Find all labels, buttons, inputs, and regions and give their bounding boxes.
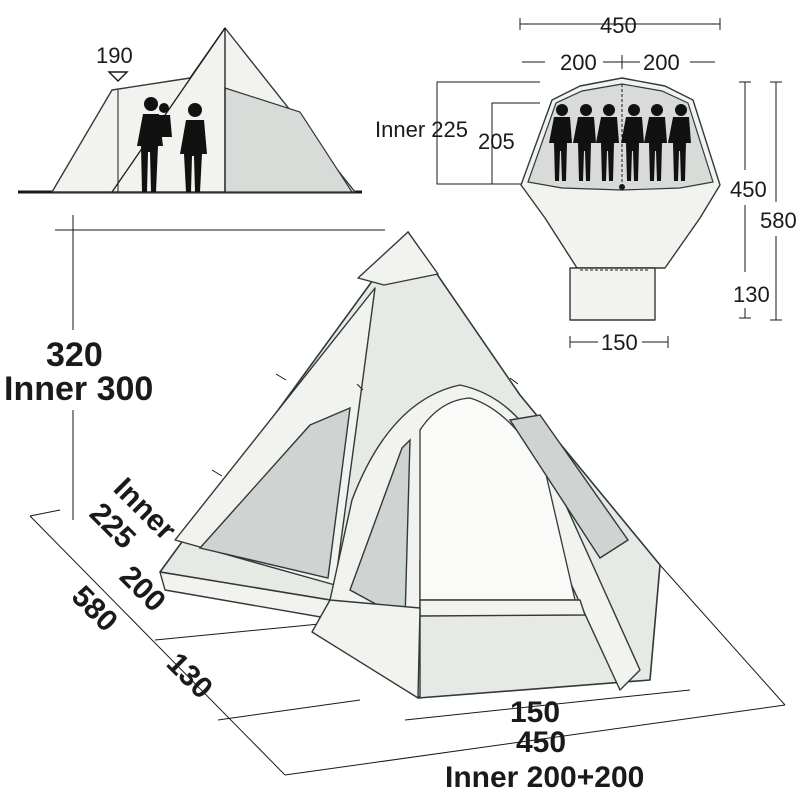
- main-total-580-label: 580: [65, 580, 124, 639]
- main-tent-cap: [357, 231, 439, 286]
- plan-inner-length-dim: [436, 81, 540, 185]
- main-inner-width-label: Inner 200+200: [445, 761, 644, 794]
- plan-body-length-label: 450: [730, 177, 767, 202]
- side-height-label: 190: [96, 43, 133, 68]
- main-height-label: 320: [46, 336, 103, 374]
- main-tent-left-window: [198, 406, 351, 579]
- plan-half-right-label: 200: [643, 50, 680, 75]
- main-view: 320 Inner 300 Inner 225 20: [4, 215, 786, 794]
- main-segment-130-label: 130: [160, 647, 219, 706]
- side-tent-inner-panel: [224, 87, 354, 193]
- plan-inner-depth-label: 205: [478, 129, 515, 154]
- plan-porch: [569, 267, 656, 321]
- plan-inner-depth-dim: [491, 102, 540, 184]
- plan-inner-length-label: Inner 225: [375, 117, 468, 142]
- main-front-450-label: 450: [516, 726, 566, 759]
- plan-porch-width-label: 150: [601, 330, 638, 355]
- plan-total-length-label: 580: [760, 208, 797, 233]
- plan-half-left-label: 200: [560, 50, 597, 75]
- people-silhouettes-icon: [137, 97, 207, 192]
- main-tent-doorway: [419, 397, 576, 601]
- main-inner-height-label: Inner 300: [4, 370, 153, 408]
- plan-inner-tent: [527, 83, 714, 191]
- main-tent-right-window: [508, 414, 629, 559]
- plan-porch-length-label: 130: [733, 282, 770, 307]
- sleepers-icon: [549, 104, 691, 181]
- main-front-150-label: 150: [510, 696, 560, 729]
- floor-plan: 450 200 200 Inner 225 205: [375, 13, 797, 355]
- plan-top-width-label: 450: [600, 13, 637, 38]
- side-height-arrow-icon: [107, 71, 129, 82]
- side-view: 190: [18, 27, 362, 194]
